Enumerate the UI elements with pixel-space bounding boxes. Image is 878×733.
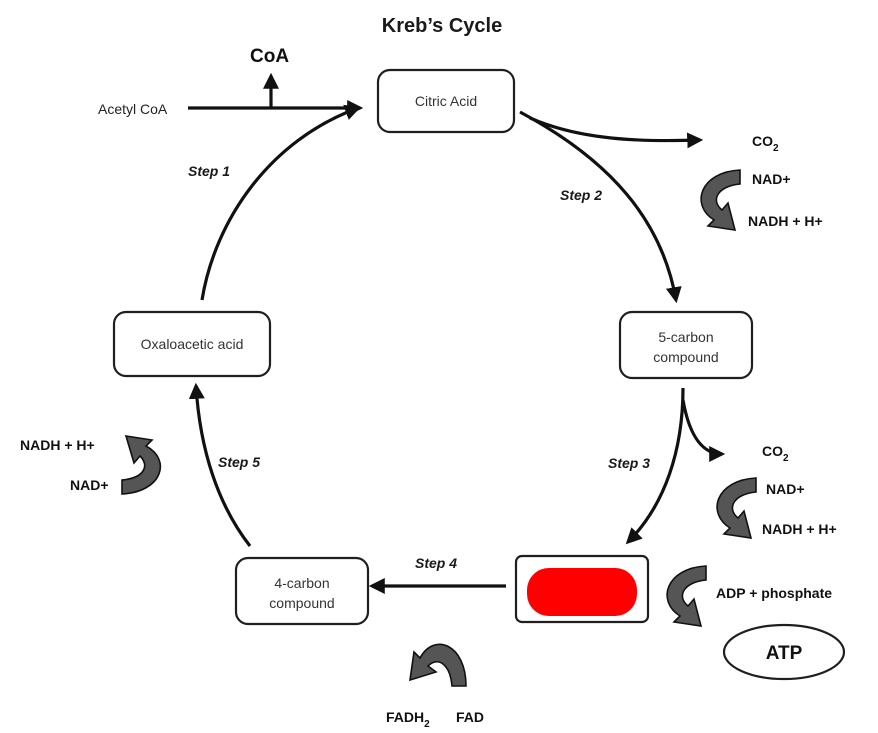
redacted-compound-mark	[527, 568, 637, 616]
step3-label: Step 3	[608, 455, 650, 471]
co2-label-1: CO2	[752, 133, 779, 154]
coa-label: CoA	[250, 46, 289, 67]
step3-arrow	[625, 387, 685, 545]
step2-arrow	[519, 110, 682, 304]
fad-label: FAD	[456, 709, 484, 725]
atp-node: ATP	[722, 623, 846, 681]
fadh2-label: FADH2	[386, 709, 430, 730]
four-carbon-label-line1: 4-carbon	[274, 575, 329, 591]
oxaloacetic-acid-node: Oxaloacetic acid	[112, 310, 272, 378]
nadh-label-2: NADH + H+	[762, 521, 837, 537]
citric-acid-node: Citric Acid	[376, 68, 516, 134]
hidden-compound-node	[514, 554, 650, 624]
atp-label: ATP	[766, 643, 803, 664]
citric-acid-label: Citric Acid	[415, 93, 477, 109]
step4-label: Step 4	[415, 555, 457, 571]
co2-label-2: CO2	[762, 443, 789, 464]
five-carbon-label-line2: compound	[653, 349, 718, 365]
nad-label-3: NAD+	[70, 477, 109, 493]
nad-label-2: NAD+	[766, 481, 805, 497]
diagram-title: Kreb’s Cycle	[382, 15, 502, 37]
fad-to-fadh2-curved-arrow	[409, 643, 467, 687]
nad-to-nadh-curved-arrow-2	[716, 477, 757, 539]
step2-label: Step 2	[560, 187, 602, 203]
adp-phosphate-label: ADP + phosphate	[716, 585, 832, 601]
nad-to-nadh-curved-arrow-3	[121, 435, 162, 495]
five-carbon-label-line1: 5-carbon	[658, 329, 713, 345]
four-carbon-node: 4-carbon compound	[234, 556, 370, 626]
nad-to-nadh-curved-arrow-1	[700, 169, 741, 231]
step1-arrow	[200, 104, 362, 301]
nadh-label-1: NADH + H+	[748, 213, 823, 229]
five-carbon-node: 5-carbon compound	[618, 310, 754, 380]
step5-label: Step 5	[218, 454, 260, 470]
nad-label-1: NAD+	[752, 171, 791, 187]
nadh-label-3: NADH + H+	[20, 437, 95, 453]
adp-to-atp-curved-arrow	[666, 565, 707, 627]
step1-label: Step 1	[188, 163, 230, 179]
step5-arrow	[188, 382, 252, 547]
acetyl-coa-label: Acetyl CoA	[98, 101, 168, 117]
four-carbon-label-line2: compound	[269, 595, 334, 611]
co2-release-arrow-1	[529, 116, 704, 149]
co2-release-arrow-2	[681, 399, 726, 462]
oxaloacetic-acid-label: Oxaloacetic acid	[141, 336, 244, 352]
